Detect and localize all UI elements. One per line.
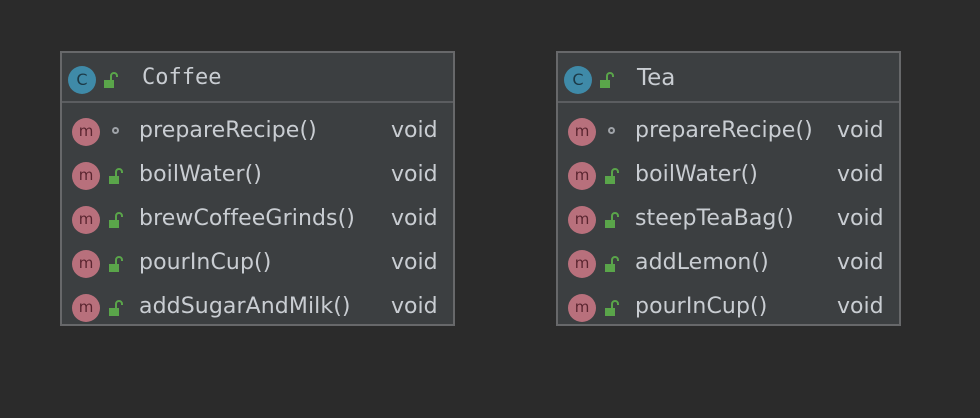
- method-icon: m: [72, 250, 100, 278]
- method-icon: m: [72, 206, 100, 234]
- open-lock-icon: [605, 300, 619, 316]
- class-header: C Coffee: [62, 53, 453, 103]
- method-row[interactable]: m boilWater() void: [62, 152, 453, 196]
- open-lock-icon: [109, 256, 123, 272]
- method-name: addSugarAndMilk(): [139, 294, 351, 319]
- method-name: steepTeaBag(): [635, 206, 794, 231]
- method-list: m prepareRecipe() void m boilWater() voi…: [558, 103, 899, 328]
- method-list: m prepareRecipe() void m boilWater() voi…: [62, 103, 453, 328]
- method-icon: m: [568, 294, 596, 322]
- open-lock-icon: [104, 72, 118, 88]
- method-row[interactable]: m steepTeaBag() void: [558, 196, 899, 240]
- open-lock-icon: [605, 256, 619, 272]
- class-name: Coffee: [142, 65, 222, 90]
- method-name: pourInCup(): [635, 294, 768, 319]
- method-row[interactable]: m boilWater() void: [558, 152, 899, 196]
- method-icon: m: [72, 294, 100, 322]
- open-lock-icon: [600, 72, 614, 88]
- method-row[interactable]: m pourInCup() void: [62, 240, 453, 284]
- method-return-type: void: [837, 250, 884, 275]
- method-return-type: void: [391, 162, 438, 187]
- class-name: Tea: [637, 65, 676, 91]
- method-name: boilWater(): [635, 162, 758, 187]
- method-return-type: void: [391, 294, 438, 319]
- class-header: C Tea: [558, 53, 899, 103]
- method-row[interactable]: m prepareRecipe() void: [62, 108, 453, 152]
- class-box-tea[interactable]: C Tea m prepareRecipe() void m boilWater…: [556, 51, 901, 326]
- method-return-type: void: [837, 162, 884, 187]
- method-row[interactable]: m prepareRecipe() void: [558, 108, 899, 152]
- method-icon: m: [72, 118, 100, 146]
- method-name: prepareRecipe(): [139, 118, 317, 143]
- method-row[interactable]: m pourInCup() void: [558, 284, 899, 328]
- method-return-type: void: [837, 206, 884, 231]
- open-lock-icon: [605, 212, 619, 228]
- package-visibility-icon: [608, 127, 615, 134]
- method-name: pourInCup(): [139, 250, 272, 275]
- method-name: prepareRecipe(): [635, 118, 813, 143]
- open-lock-icon: [109, 300, 123, 316]
- class-icon: C: [68, 66, 96, 94]
- method-row[interactable]: m brewCoffeeGrinds() void: [62, 196, 453, 240]
- method-return-type: void: [837, 294, 884, 319]
- class-icon: C: [564, 66, 592, 94]
- method-return-type: void: [837, 118, 884, 143]
- class-box-coffee[interactable]: C Coffee m prepareRecipe() void m boilWa…: [60, 51, 455, 326]
- method-return-type: void: [391, 118, 438, 143]
- open-lock-icon: [605, 168, 619, 184]
- method-icon: m: [568, 250, 596, 278]
- method-name: addLemon(): [635, 250, 769, 275]
- method-row[interactable]: m addLemon() void: [558, 240, 899, 284]
- method-row[interactable]: m addSugarAndMilk() void: [62, 284, 453, 328]
- open-lock-icon: [109, 212, 123, 228]
- open-lock-icon: [109, 168, 123, 184]
- method-name: boilWater(): [139, 162, 262, 187]
- package-visibility-icon: [112, 127, 119, 134]
- method-icon: m: [568, 118, 596, 146]
- method-return-type: void: [391, 250, 438, 275]
- method-icon: m: [568, 162, 596, 190]
- method-icon: m: [72, 162, 100, 190]
- method-name: brewCoffeeGrinds(): [139, 206, 355, 231]
- method-return-type: void: [391, 206, 438, 231]
- method-icon: m: [568, 206, 596, 234]
